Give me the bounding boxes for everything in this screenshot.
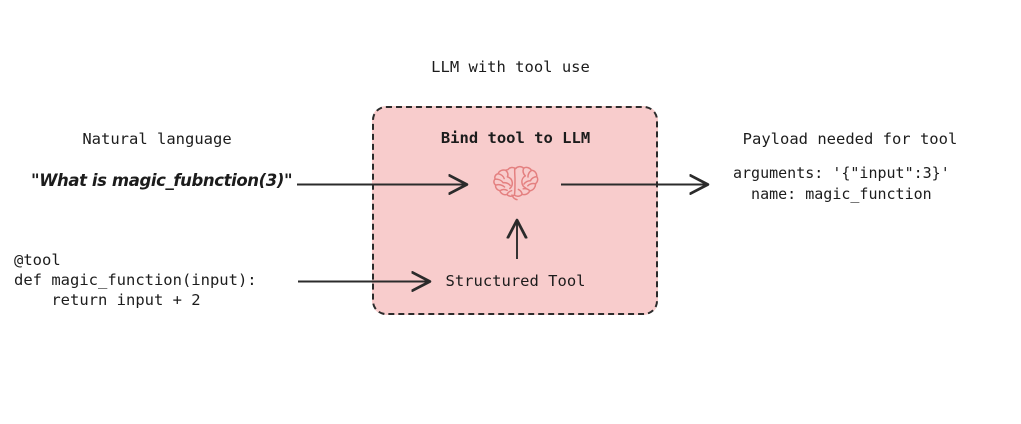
brain-icon [492,161,540,205]
diagram-title: LLM with tool use [431,58,590,76]
payload-text: arguments: '{"input":3}' name: magic_fun… [733,164,950,203]
natural-language-heading: Natural language [82,130,232,148]
natural-language-quote: "What is magic_fubnction(3)" [31,171,293,190]
payload-heading: Payload needed for tool [742,130,958,148]
structured-tool-label: Structured Tool [445,272,586,290]
bind-tool-heading: Bind tool to LLM [440,129,591,147]
tool-code: @tool def magic_function(input): return … [14,251,257,309]
